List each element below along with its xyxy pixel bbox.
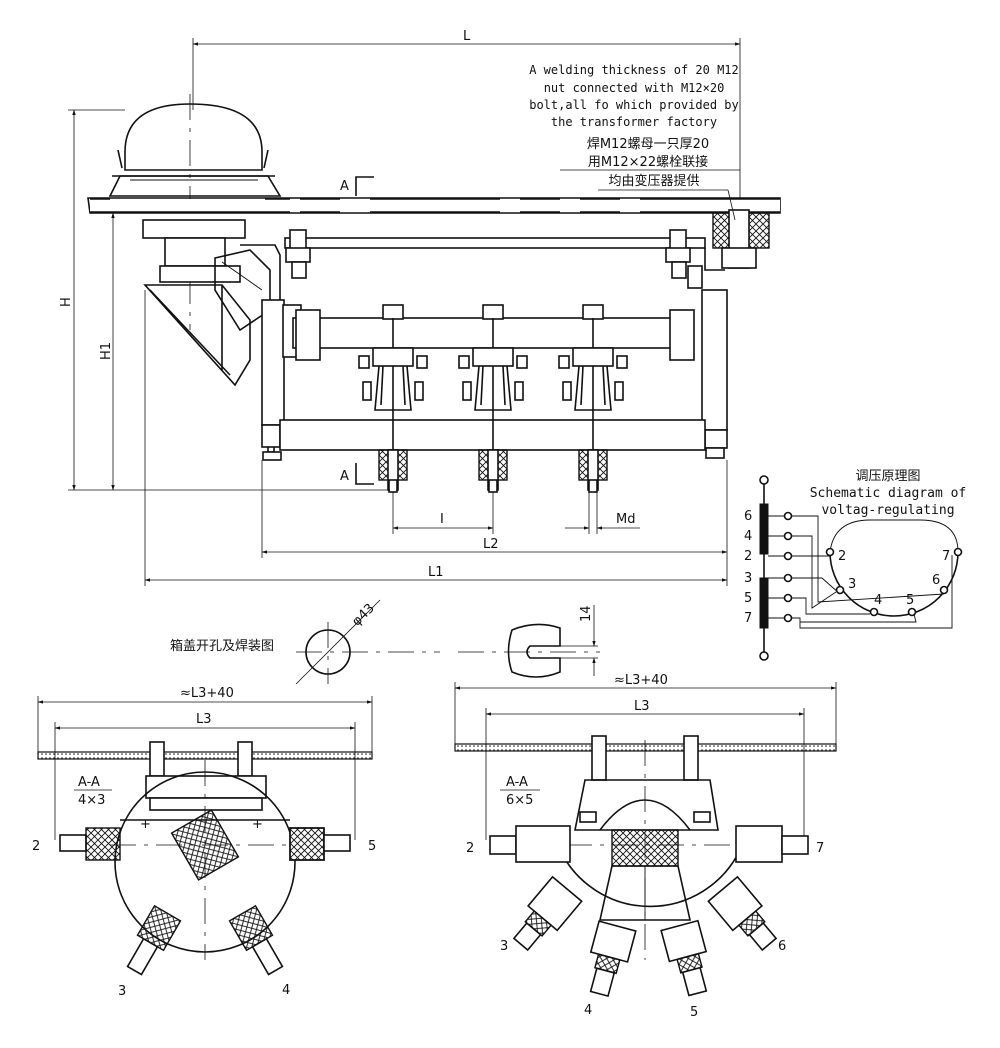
mounting-frame (284, 229, 725, 289)
dimension-l2: L2 (261, 460, 728, 558)
svg-text:≈L3+40: ≈L3+40 (614, 673, 668, 688)
svg-text:Schematic diagram of: Schematic diagram of (810, 486, 967, 501)
svg-text:5: 5 (368, 839, 376, 854)
section-view-4x3: ≈L3+40 L3 + + A-A 4 (32, 686, 376, 999)
svg-text:5: 5 (690, 1005, 698, 1020)
svg-text:6: 6 (744, 509, 752, 524)
dimension-h1: H1 (99, 212, 140, 491)
svg-text:4: 4 (282, 983, 290, 998)
svg-text:A: A (340, 469, 349, 484)
operating-handle-cap (108, 94, 282, 330)
svg-text:4: 4 (584, 1003, 592, 1018)
dimension-i: I (392, 492, 494, 534)
svg-text:6: 6 (932, 573, 940, 588)
svg-text:3: 3 (500, 939, 508, 954)
svg-text:L2: L2 (483, 537, 499, 552)
section-view-6x5: ≈L3+40 L3 (454, 673, 837, 1020)
svg-text:A: A (340, 179, 349, 194)
svg-text:A-A: A-A (78, 775, 100, 790)
dimension-h: H (59, 109, 390, 491)
svg-text:H1: H1 (99, 342, 114, 360)
schematic-diagram: 调压原理图 Schematic diagram of voltag-regula… (744, 469, 967, 661)
main-elevation: L A A (59, 29, 781, 586)
svg-text:7: 7 (816, 841, 824, 856)
svg-text:+: + (140, 817, 151, 832)
svg-text:L3: L3 (634, 699, 650, 714)
svg-text:φ43: φ43 (349, 601, 377, 629)
svg-text:I: I (440, 512, 444, 527)
svg-text:4×3: 4×3 (78, 793, 105, 808)
dimension-md: Md (565, 492, 640, 534)
svg-text:箱盖开孔及焊装图: 箱盖开孔及焊装图 (170, 638, 274, 654)
svg-text:2: 2 (32, 839, 40, 854)
contact-assembly-1 (358, 304, 428, 493)
svg-text:the transformer factory: the transformer factory (551, 115, 717, 129)
dim-l-label: L (463, 29, 471, 44)
svg-text:3: 3 (118, 984, 126, 999)
svg-text:7: 7 (744, 611, 752, 626)
dimension-l: L (192, 29, 741, 210)
svg-text:用M12×22螺栓联接: 用M12×22螺栓联接 (588, 154, 708, 170)
svg-text:3: 3 (744, 571, 752, 586)
svg-text:A welding thickness of 20 M12: A welding thickness of 20 M12 (529, 63, 739, 77)
section-mark-top: A (340, 176, 374, 196)
svg-text:14: 14 (579, 605, 594, 622)
tank-cover (87, 197, 781, 269)
section-mark-bottom: A (340, 463, 374, 485)
svg-text:5: 5 (906, 593, 914, 608)
svg-text:voltag-regulating: voltag-regulating (821, 503, 954, 518)
svg-text:6×5: 6×5 (506, 793, 533, 808)
svg-text:L3: L3 (196, 712, 212, 727)
cover-hole-detail: 箱盖开孔及焊装图 φ43 14 (170, 599, 600, 685)
svg-text:4: 4 (744, 529, 752, 544)
svg-text:调压原理图: 调压原理图 (855, 469, 920, 484)
svg-text:2: 2 (744, 549, 752, 564)
svg-text:2: 2 (838, 549, 846, 564)
svg-text:4: 4 (874, 593, 882, 608)
svg-text:6: 6 (778, 939, 786, 954)
welding-note: A welding thickness of 20 M12 nut connec… (529, 63, 740, 221)
dimension-l1: L1 (144, 290, 728, 586)
svg-text:L1: L1 (428, 565, 444, 580)
svg-text:5: 5 (744, 591, 752, 606)
svg-text:bolt,all fo which provided by: bolt,all fo which provided by (529, 98, 739, 112)
svg-text:Md: Md (616, 512, 635, 527)
svg-text:≈L3+40: ≈L3+40 (180, 686, 234, 701)
svg-text:2: 2 (466, 841, 474, 856)
contact-assembly-3 (558, 304, 628, 493)
svg-text:均由变压器提供: 均由变压器提供 (608, 173, 699, 189)
svg-text:焊M12螺母一只厚20: 焊M12螺母一只厚20 (587, 136, 709, 152)
drive-head (142, 219, 285, 461)
svg-text:H: H (59, 297, 74, 307)
svg-text:7: 7 (942, 549, 950, 564)
svg-text:+: + (252, 817, 263, 832)
svg-text:A-A: A-A (506, 775, 528, 790)
contact-assembly-2 (458, 304, 528, 493)
svg-text:3: 3 (848, 577, 856, 592)
svg-text:nut connected with M12×20: nut connected with M12×20 (544, 81, 725, 95)
